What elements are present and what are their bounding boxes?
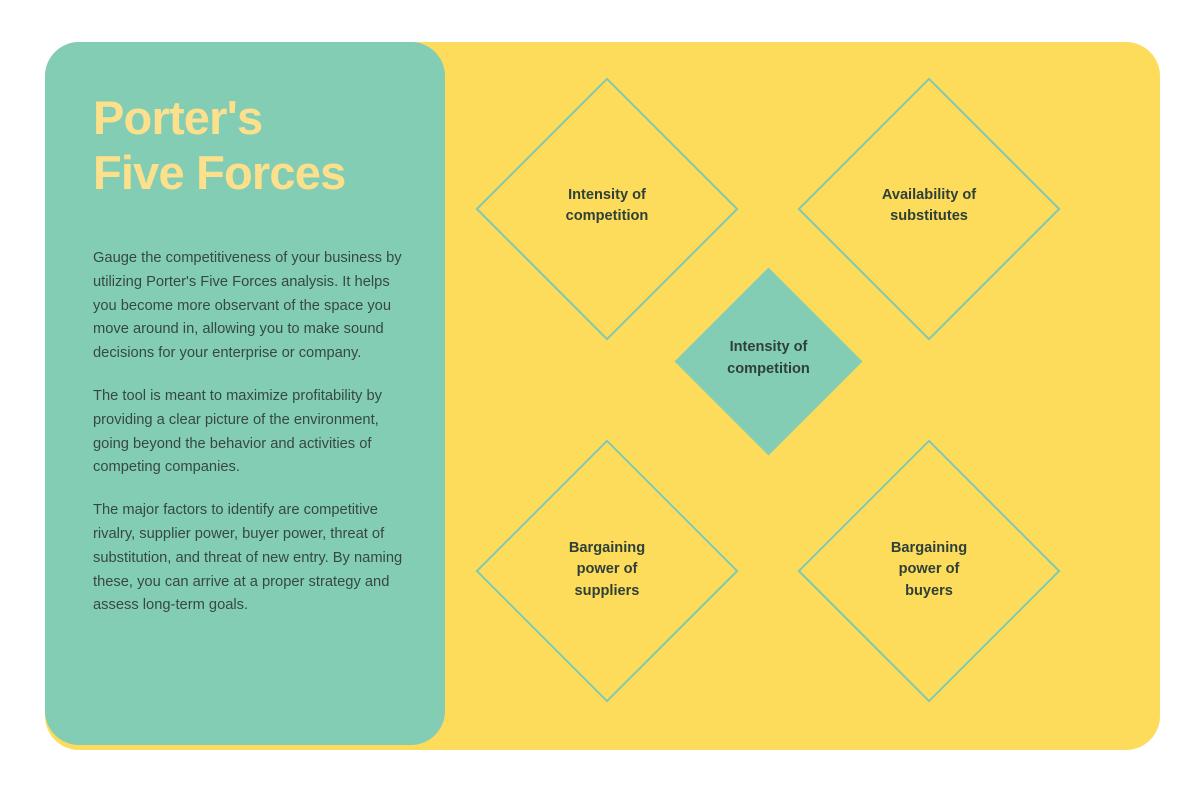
- intro-panel: Porter's Five Forces Gauge the competiti…: [45, 42, 445, 745]
- force-node-intensity-of-competition-center[interactable]: Intensity of competition: [674, 267, 863, 456]
- diamond-shape-icon: [475, 439, 739, 703]
- diamond-shape-icon: [475, 77, 739, 341]
- force-node-bargaining-power-of-buyers[interactable]: Bargaining power of buyers: [797, 439, 1061, 703]
- diamond-shape-icon: [797, 77, 1061, 341]
- intro-body-copy: Gauge the competitiveness of your busine…: [93, 247, 403, 618]
- page-title: Porter's Five Forces: [93, 91, 346, 200]
- diamond-shape-icon: [674, 267, 863, 456]
- diamond-shape-icon: [797, 439, 1061, 703]
- intro-paragraph-1: Gauge the competitiveness of your busine…: [93, 249, 402, 362]
- force-node-bargaining-power-of-suppliers[interactable]: Bargaining power of suppliers: [475, 439, 739, 703]
- five-forces-diagram: Intensity of competition Availability of…: [445, 42, 1160, 750]
- intro-paragraph-2: The tool is meant to maximize profitabil…: [93, 387, 382, 476]
- intro-paragraph-3: The major factors to identify are compet…: [93, 502, 403, 614]
- force-node-intensity-of-competition-outer[interactable]: Intensity of competition: [475, 77, 739, 341]
- force-node-availability-of-substitutes[interactable]: Availability of substitutes: [797, 77, 1061, 341]
